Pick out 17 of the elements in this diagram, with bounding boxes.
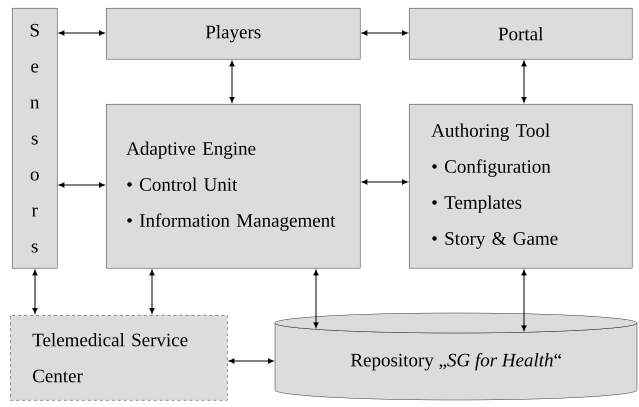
arrow xyxy=(362,179,408,185)
process-box: Portal xyxy=(409,8,632,60)
arrow xyxy=(58,182,105,188)
arrow xyxy=(229,60,235,103)
service-box: Telemedical Service Center xyxy=(10,315,228,400)
arrow xyxy=(149,270,155,314)
process-box: Players xyxy=(106,8,360,60)
arrow xyxy=(362,30,408,36)
arrow xyxy=(313,270,319,328)
arrow xyxy=(228,358,274,364)
arrow xyxy=(521,270,527,331)
arrow xyxy=(32,270,38,314)
component-box: Authoring Tool • Configuration • Templates • Story & Game xyxy=(409,104,632,268)
component-box: Adaptive Engine • Control Unit • Information Management xyxy=(106,104,360,268)
arrow xyxy=(521,60,527,103)
sensor-bar: Sensors xyxy=(12,8,58,268)
arrow xyxy=(58,30,105,36)
